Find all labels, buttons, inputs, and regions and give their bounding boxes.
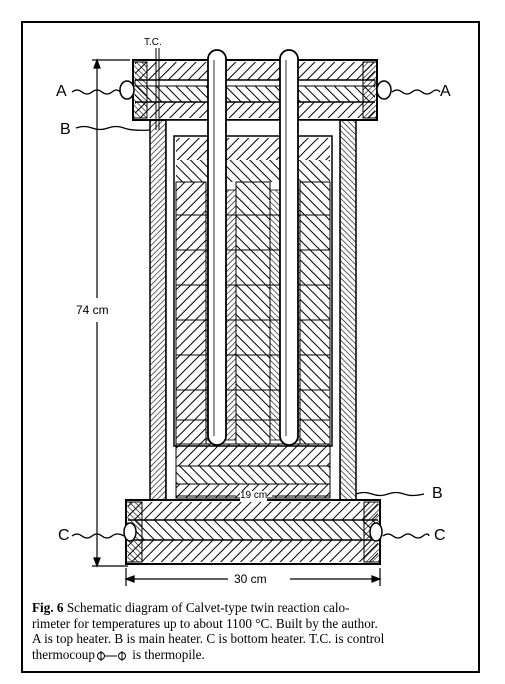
figure-number: Fig. 6 xyxy=(32,600,64,615)
width-dimension-label: 30 cm xyxy=(234,572,267,586)
caption-line-3: A is top heater. B is main heater. C is … xyxy=(32,631,385,647)
inner-dimension-label: 19 cm xyxy=(240,490,268,501)
control-thermocouple xyxy=(155,48,160,130)
b-left-label: B xyxy=(60,121,71,138)
tc-label: T.C. xyxy=(144,37,162,48)
height-dimension-label: 74 cm xyxy=(76,303,109,317)
caption-line-2: rimeter for temperatures up to about 110… xyxy=(32,615,378,631)
bottom-heater-block xyxy=(123,499,383,565)
a-left-label: A xyxy=(56,83,67,100)
caption-line-4a: thermocoup xyxy=(32,646,95,662)
b-right-label: B xyxy=(432,485,443,502)
dimension-30cm xyxy=(124,568,382,586)
figure-caption: Fig. 6 Schematic diagram of Calvet-type … xyxy=(32,600,472,662)
sample-wells xyxy=(207,49,299,446)
thermopile-symbol-icon xyxy=(97,650,126,661)
caption-line-4b: is thermopile. xyxy=(132,646,205,662)
leader-lines xyxy=(71,89,441,539)
inner-core xyxy=(173,135,333,499)
c-right-label: C xyxy=(434,527,446,544)
a-right-label: A xyxy=(440,83,451,100)
top-heater-block xyxy=(119,59,392,121)
c-left-label: C xyxy=(58,527,70,544)
dimension-74cm xyxy=(92,58,130,568)
caption-line-1: Schematic diagram of Calvet-type twin re… xyxy=(66,600,350,615)
